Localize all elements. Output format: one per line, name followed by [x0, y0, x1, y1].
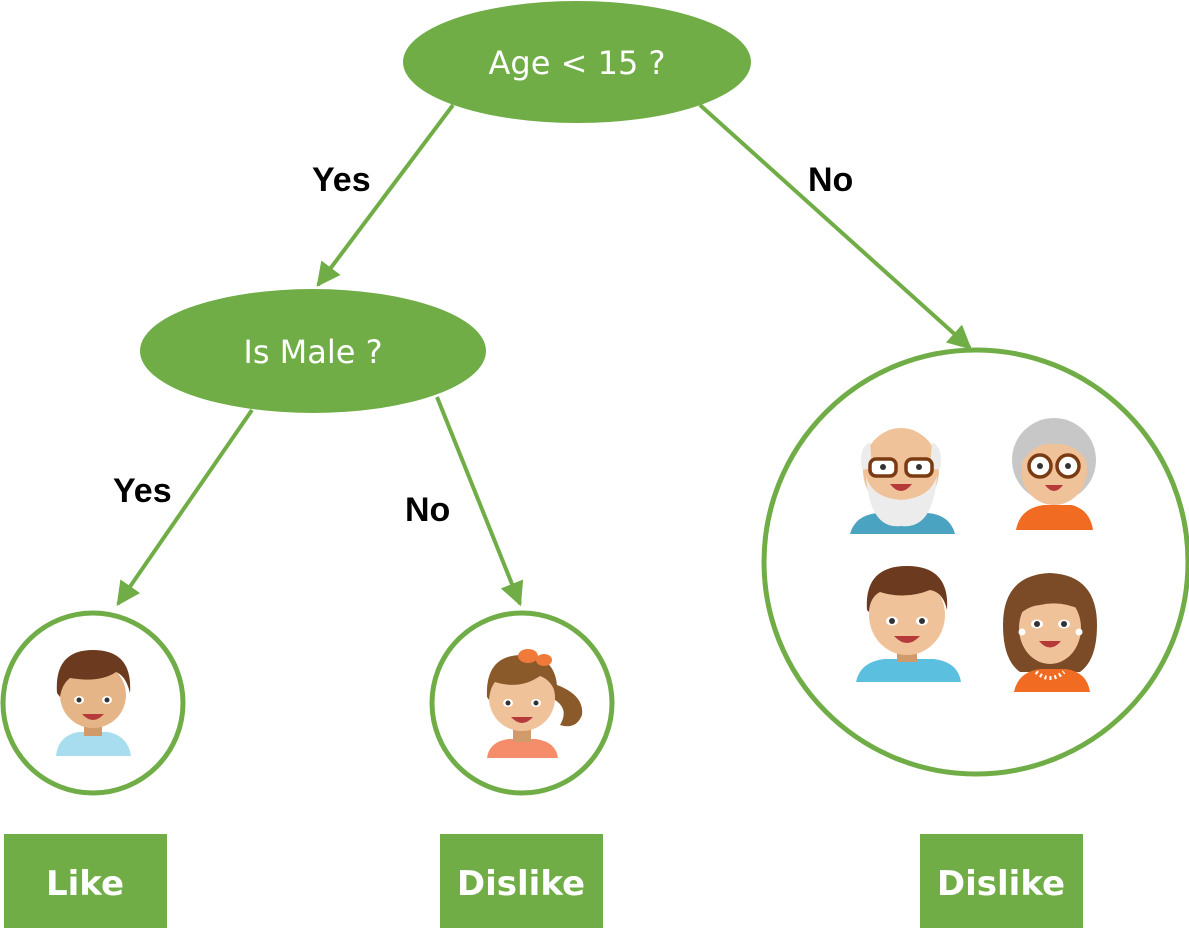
girl-avatar-icon	[486, 649, 583, 758]
leaf-label-like: Like	[46, 864, 124, 904]
leaf-label-dislike-girl: Dislike	[457, 864, 585, 904]
node-root: Age < 15 ?	[403, 1, 751, 123]
edge-label-root-no: No	[808, 161, 853, 199]
edge-label-gender-no: No	[405, 491, 450, 529]
leaf-label-dislike-adults: Dislike	[937, 864, 1065, 904]
edge-label-gender-yes: Yes	[113, 472, 172, 510]
edge-label-root-yes: Yes	[312, 161, 371, 199]
edge-gender-yes	[116, 408, 254, 606]
man-avatar-icon	[856, 566, 961, 682]
edge-root-no	[698, 103, 972, 350]
leaf-label-box-like: Like	[4, 834, 167, 928]
leaf-label-box-dislike-adults: Dislike	[920, 834, 1083, 928]
boy-avatar-icon	[56, 650, 131, 756]
node-gender-label: Is Male ?	[243, 333, 382, 371]
node-root-label: Age < 15 ?	[489, 44, 666, 82]
edge-gender-no	[435, 396, 524, 607]
leaf-label-box-dislike-girl: Dislike	[440, 834, 603, 928]
woman-avatar-icon	[1003, 573, 1097, 692]
edge-root-yes	[316, 103, 455, 287]
grandmother-avatar-icon	[1012, 418, 1096, 530]
leaf-circle-adults	[761, 347, 1189, 777]
node-gender: Is Male ?	[140, 289, 486, 413]
grandfather-avatar-icon	[850, 428, 955, 534]
